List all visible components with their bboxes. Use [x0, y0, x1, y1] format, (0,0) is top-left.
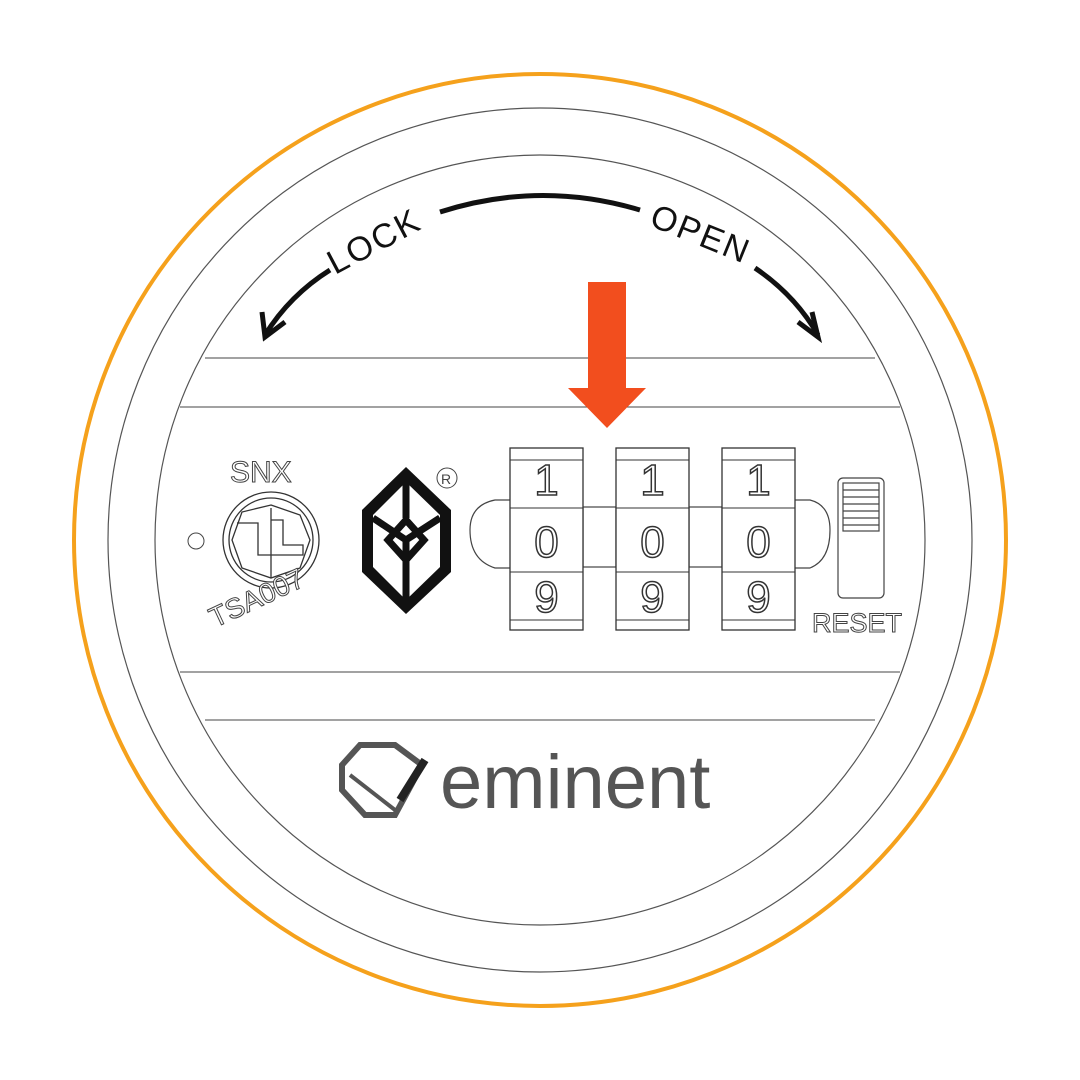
lock-bezel	[107, 107, 973, 973]
diamond-logo-icon	[362, 467, 451, 614]
wheel-digit-current: 0	[640, 518, 664, 567]
tsa-brand: SNX	[230, 456, 292, 489]
lock-open-arc	[259, 193, 823, 344]
wheel-body	[509, 447, 584, 631]
registered-mark: R	[441, 471, 451, 487]
keyhole-dot	[187, 532, 205, 550]
wheel-digit-above: 1	[640, 456, 664, 505]
combination-wheel[interactable]: 1 0 9	[721, 447, 796, 631]
tsa-keyhole-icon	[222, 491, 320, 589]
wheel-body	[721, 447, 796, 631]
wheel-digit-below: 9	[746, 573, 770, 622]
face-bands	[180, 357, 900, 721]
reset-label: RESET	[812, 608, 902, 638]
wheel-digit-above: 1	[534, 456, 558, 505]
outer-ring	[72, 72, 1008, 1008]
brand-logo: eminent	[440, 740, 710, 825]
registered-mark-icon	[436, 467, 458, 489]
down-arrow-icon	[568, 282, 646, 428]
wheel-digit-below: 9	[640, 573, 664, 622]
combination-wheel[interactable]: 1 0 9	[509, 447, 584, 631]
wheel-digit-below: 9	[534, 573, 558, 622]
wheel-digit-current: 0	[746, 518, 770, 567]
open-label: OPEN	[645, 197, 756, 271]
wheel-digit-above: 1	[746, 456, 770, 505]
reset-button[interactable]	[837, 477, 885, 599]
lock-face	[154, 154, 926, 926]
eminent-logo-icon	[339, 742, 429, 818]
wheel-digit-current: 0	[534, 518, 558, 567]
combination-wheel[interactable]: 1 0 9	[615, 447, 690, 631]
wheel-body	[615, 447, 690, 631]
